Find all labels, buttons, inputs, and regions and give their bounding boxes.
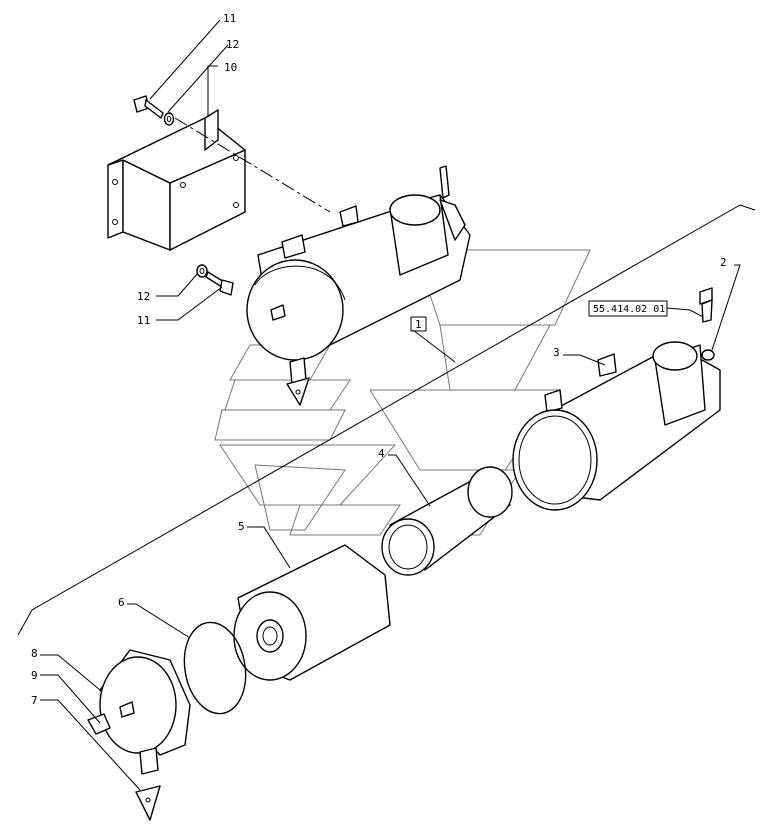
sealing-ring (183, 621, 247, 715)
end-cover (87, 649, 191, 821)
callout-2: 2 (720, 256, 727, 269)
callout-5: 5 (238, 520, 245, 533)
bolt-top (133, 95, 175, 126)
leader-lines (40, 19, 741, 791)
callout-10: 10 (224, 61, 237, 74)
callout-1: 1 (415, 318, 422, 331)
fitting-icon (699, 287, 713, 323)
mounting-bracket (107, 109, 246, 251)
watermark-logo (214, 249, 591, 536)
mounting-axis (174, 117, 331, 213)
callout-11-top: 11 (223, 12, 236, 25)
callout-9: 9 (31, 669, 38, 682)
filter-cartridge (233, 544, 391, 681)
alignment-line (17, 204, 756, 636)
callout-12-bottom: 12 (137, 290, 150, 303)
reference-code: 55.414.02 01 (593, 304, 665, 315)
callout-4: 4 (378, 447, 385, 460)
callout-8: 8 (31, 647, 38, 660)
callout-1-box (410, 316, 427, 332)
callout-6: 6 (118, 596, 125, 609)
assembled-air-filter (246, 165, 471, 406)
callout-11-bottom: 11 (137, 314, 150, 327)
bolt-bottom (196, 264, 234, 296)
filter-housing (512, 341, 721, 511)
callout-3: 3 (553, 346, 560, 359)
callout-12-top: 12 (226, 38, 239, 51)
pre-filter-screen (381, 466, 513, 576)
callout-7: 7 (31, 694, 38, 707)
reference-code-box: 55.414.02 01 (588, 300, 668, 317)
